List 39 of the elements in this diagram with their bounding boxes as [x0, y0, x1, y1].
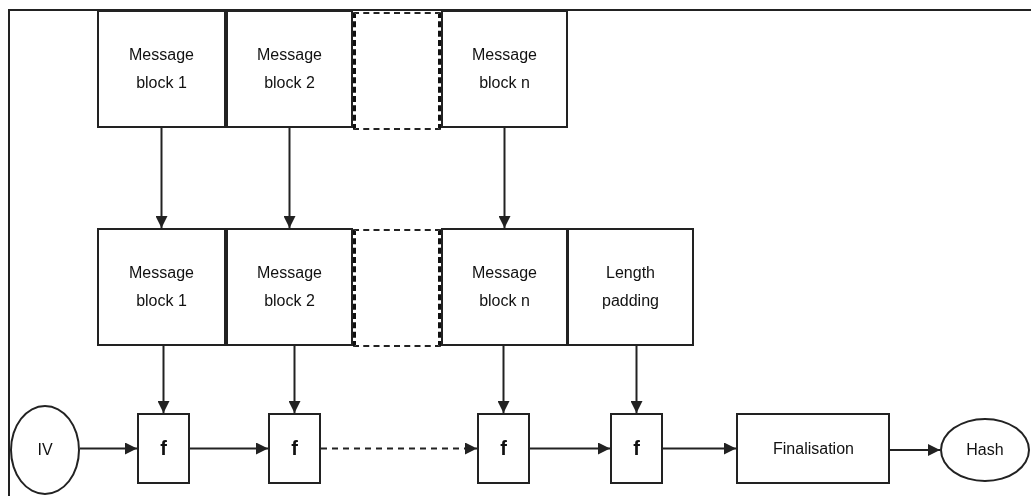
box-label: Message block n: [471, 263, 538, 311]
process-box: [441, 10, 568, 128]
box-label: f: [290, 436, 299, 461]
process-box: [567, 228, 694, 346]
process-box: [736, 413, 890, 484]
box-label: Hash: [965, 440, 1005, 460]
arrow: [79, 442, 138, 455]
process-box: [268, 413, 321, 484]
process-box: [226, 10, 353, 128]
process-box: [137, 413, 190, 484]
box-label: Message block 2: [256, 45, 323, 93]
box-label: IV: [36, 440, 54, 460]
arrow: [320, 442, 478, 455]
box-label: f: [159, 436, 168, 461]
process-box: [610, 413, 663, 484]
process-box: [97, 10, 226, 128]
box-label: Finalisation: [772, 438, 855, 459]
box-label: Message block 1: [128, 263, 195, 311]
process-box: [97, 228, 226, 346]
box-label: f: [499, 436, 508, 461]
arrow: [155, 127, 168, 229]
box-label: f: [632, 436, 641, 461]
arrow: [498, 127, 511, 229]
process-box: [441, 228, 568, 346]
arrow: [529, 442, 611, 455]
arrow: [889, 444, 941, 456]
arrow: [283, 127, 296, 229]
box-label: Length padding: [601, 263, 660, 311]
arrow: [288, 345, 301, 414]
box-label: Message block 1: [128, 45, 195, 93]
process-box: [226, 228, 353, 346]
arrow: [662, 442, 737, 455]
arrow: [497, 345, 510, 414]
arrow: [157, 345, 170, 414]
process-box: [477, 413, 530, 484]
arrow: [189, 442, 269, 455]
box-label: Message block 2: [256, 263, 323, 311]
arrow: [630, 345, 643, 414]
box-label: Message block n: [471, 45, 538, 93]
